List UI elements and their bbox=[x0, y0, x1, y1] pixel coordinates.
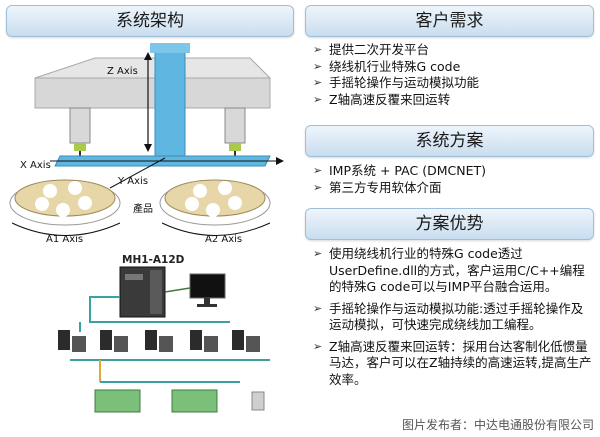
list-item: ➢使用绕线机行业的特殊G code透过UserDefine.dll的方式，客户运… bbox=[313, 246, 585, 294]
list-item: ➢Z轴高速反覆来回运转 bbox=[313, 91, 451, 107]
monitor bbox=[189, 273, 226, 299]
needs-list: ➢提供二次开发平台 ➢绕线机行业特殊G code ➢手摇轮操作与运动模拟功能 ➢… bbox=[313, 42, 479, 108]
list-item: ➢第三方专用软体介面 bbox=[313, 179, 442, 195]
a1-axis-label: A1 Axis bbox=[46, 234, 84, 245]
right-spindle bbox=[224, 107, 246, 144]
machine-diagram bbox=[9, 43, 284, 236]
servo-drives bbox=[58, 330, 260, 352]
advantages-list: ➢使用绕线机行业的特殊G code透过UserDefine.dll的方式，客户运… bbox=[313, 246, 595, 393]
a2-axis-label: A2 Axis bbox=[205, 234, 243, 245]
architecture-title: 系统架构 bbox=[6, 5, 294, 37]
z-column bbox=[154, 47, 186, 164]
list-item: ➢手摇轮操作与运动模拟功能:透过手摇轮操作及运动模拟，可快速完成绕线加工编程。 bbox=[313, 300, 584, 333]
z-axis-label: Z Axis bbox=[107, 66, 138, 77]
advantages-title: 方案优势 bbox=[305, 208, 594, 240]
list-item: ➢绕线机行业特殊G code bbox=[313, 58, 461, 74]
watermark: 图片发布者：中达电通股份有限公司 bbox=[401, 418, 594, 432]
list-item: ➢手摇轮操作与运动模拟功能 bbox=[313, 75, 480, 90]
y-axis-label: Y Axis bbox=[118, 176, 149, 187]
io-modules bbox=[94, 389, 218, 413]
left-spindle bbox=[69, 107, 91, 144]
solution-title: 系统方案 bbox=[305, 125, 594, 157]
list-item: ➢Z轴高速反覆来回运转：採用台达客制化低惯量马达，客户可以在Z轴持续的高速运转,… bbox=[313, 338, 592, 387]
list-item: ➢IMP系统 + PAC (DMCNET) bbox=[313, 163, 486, 178]
controller-model-label: MH1-A12D bbox=[122, 254, 185, 266]
x-axis-label: X Axis bbox=[20, 160, 51, 171]
product-label: 產品 bbox=[133, 204, 153, 215]
network-diagram bbox=[58, 266, 270, 413]
list-item: ➢提供二次开发平台 bbox=[313, 42, 430, 57]
handwheel bbox=[251, 391, 265, 411]
needs-title: 客户需求 bbox=[305, 5, 594, 37]
solution-list: ➢IMP系统 + PAC (DMCNET) ➢第三方专用软体介面 bbox=[313, 163, 486, 196]
